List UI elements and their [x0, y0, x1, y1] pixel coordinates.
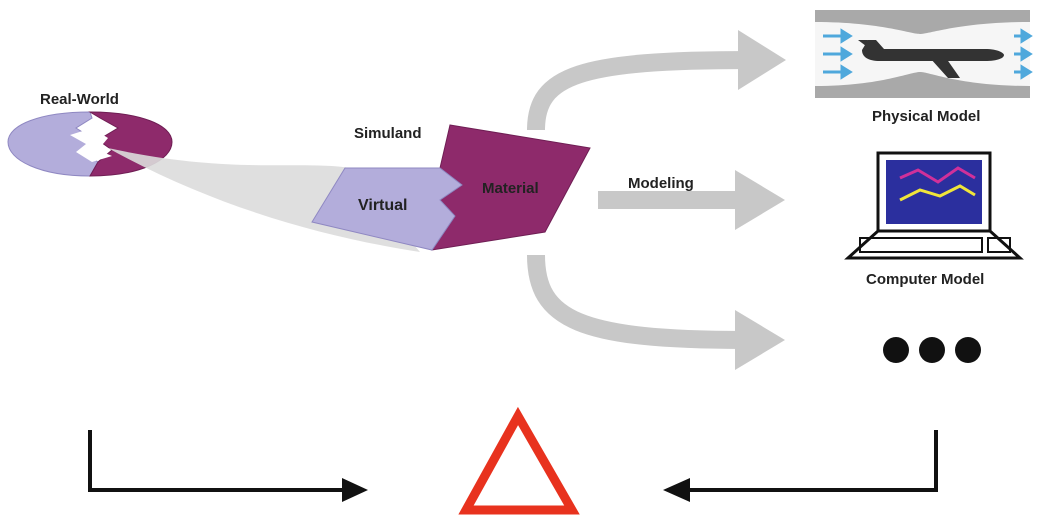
label-real-world: Real-World — [40, 91, 119, 108]
ellipsis-dots-icon — [883, 337, 981, 363]
wind-tunnel-icon — [815, 10, 1033, 98]
laptop-icon — [844, 151, 1024, 260]
arrowhead-bottom — [735, 310, 785, 370]
modeling-arrowheads — [735, 30, 786, 370]
laptop-screen — [886, 160, 982, 224]
right-arrowhead — [663, 478, 690, 502]
arrowhead-middle — [735, 170, 785, 230]
arrowhead-top — [738, 30, 786, 90]
simuland-shape — [311, 124, 591, 251]
label-physical-model: Physical Model — [872, 108, 980, 125]
label-computer-model: Computer Model — [866, 271, 984, 288]
wind-arrows — [823, 28, 1033, 80]
right-bracket-arrow — [688, 430, 938, 492]
modeling-arrows — [527, 51, 751, 349]
label-virtual: Virtual — [358, 197, 408, 214]
delta-icon — [458, 406, 580, 515]
label-simuland: Simuland — [354, 125, 422, 142]
airplane-icon — [858, 40, 1004, 78]
left-arrowhead — [342, 478, 368, 502]
label-material: Material — [482, 180, 539, 197]
label-modeling: Modeling — [628, 175, 694, 192]
left-bracket-arrow — [88, 430, 345, 492]
